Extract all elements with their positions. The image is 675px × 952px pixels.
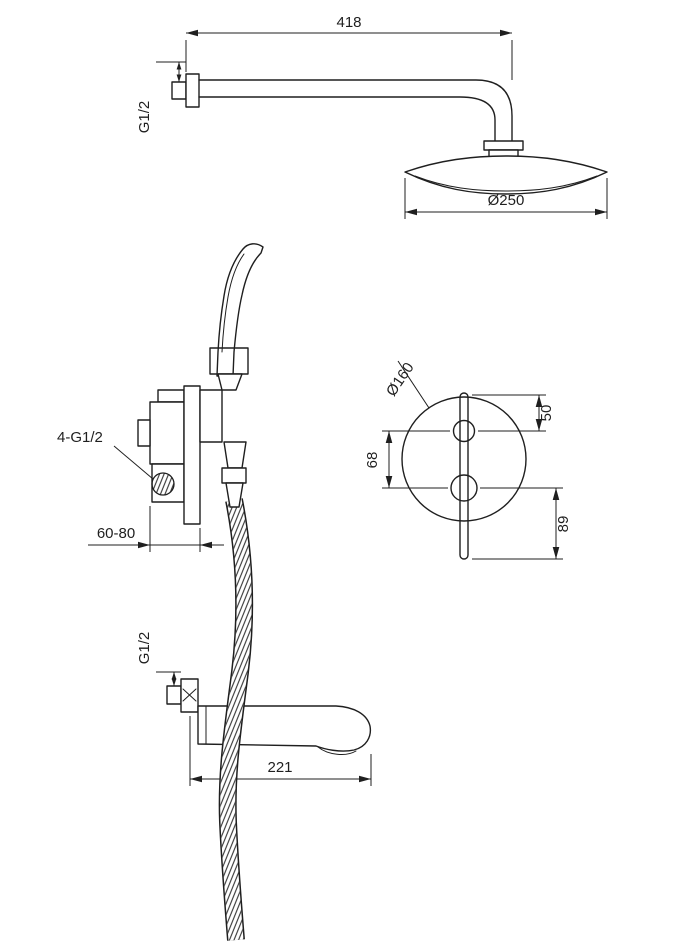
- shower-head: [404, 155, 608, 195]
- spout-outlet-line: [317, 746, 357, 755]
- spout-thread-label: G1/2: [136, 632, 153, 665]
- hand-shower-wand: [216, 243, 264, 377]
- arm-inner-line: [198, 96, 496, 142]
- arm-thread-stub: [171, 81, 187, 100]
- arm-thread-label: G1/2: [136, 101, 153, 134]
- escutcheon-plate: [183, 385, 201, 525]
- arm-wall-flange: [185, 73, 200, 108]
- arm-outer-line: [198, 79, 513, 142]
- plate-diameter-label: Ø160: [383, 360, 418, 400]
- flange-screw-cross: [182, 688, 197, 702]
- dim-50-label: 50: [538, 405, 555, 422]
- mounting-depth-label: 60-80: [97, 525, 135, 542]
- shower-arm: [198, 79, 524, 162]
- hose-connector-nut: [221, 467, 247, 484]
- valve-threaded-inlet: [151, 472, 175, 496]
- dim-89-label: 89: [555, 516, 572, 533]
- valve-connections-leader: [113, 445, 154, 480]
- trim-plate-front-view: Ø160 50 68 89: [364, 360, 572, 560]
- hose-connector-cone: [223, 441, 247, 469]
- spout-thread-stub: [166, 685, 182, 705]
- headshower-assembly: 418 G1/2 Ø250: [136, 14, 608, 219]
- dim-arm-length-label: 418: [336, 14, 361, 31]
- dim-handle-bottom-offset: 89: [472, 487, 572, 560]
- valve-connections-label: 4-G1/2: [57, 429, 103, 446]
- holder-bracket: [217, 373, 243, 391]
- dim-handle-spacing: 68: [364, 430, 450, 489]
- spout-length-label: 221: [267, 759, 292, 776]
- hose-connector-taper: [225, 482, 244, 508]
- valve-body: [149, 401, 185, 465]
- handle-bottom-circle: [450, 474, 478, 502]
- mixer-valve-side-view: 4-G1/2 60-80: [57, 243, 264, 552]
- hand-shower-face-line: [221, 253, 245, 353]
- holder-base-block: [199, 389, 223, 443]
- dim-arm-length: 418: [185, 14, 513, 80]
- valve-supply-stub: [137, 419, 151, 447]
- arm-wall-connection: G1/2: [136, 61, 200, 134]
- head-connector-nut-top: [483, 140, 524, 151]
- head-diameter-label: Ø250: [488, 192, 525, 209]
- shower-head-rim-line: [414, 175, 598, 192]
- hose-coil-texture: [220, 498, 252, 941]
- dim-head-diameter: Ø250: [404, 178, 608, 219]
- shower-head-body: [404, 155, 608, 195]
- plate-diameter-leader: [397, 360, 430, 409]
- tub-spout-assembly: G1/2 221: [136, 632, 372, 786]
- dim-handle-top-offset: 50: [472, 394, 555, 432]
- valve-top-step: [157, 389, 185, 403]
- valve-connections-callout: 4-G1/2: [57, 429, 154, 480]
- dim-68-label: 68: [364, 452, 381, 469]
- handle-top-circle: [452, 419, 476, 443]
- trim-plate-circle: [401, 396, 527, 522]
- dim-mounting-depth: 60-80: [88, 506, 224, 552]
- shower-hose: [218, 498, 254, 941]
